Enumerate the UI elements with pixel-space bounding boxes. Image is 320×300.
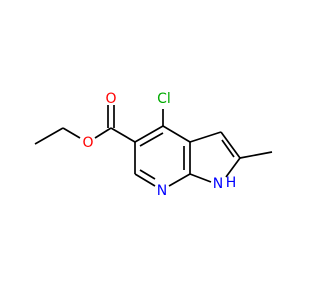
bond-c5-c4-inner: [139, 132, 164, 147]
ester-oxygen-label: O: [82, 135, 93, 151]
pyrrole-hydrogen-label: H: [226, 175, 237, 191]
bond-c3a-c3: [189, 131, 222, 143]
bond-c3-c2: [220, 131, 241, 159]
structure-canvas: Cl O O N N H: [34, 91, 273, 199]
bond-c3-c2-inner: [221, 139, 235, 158]
bond-carbonyl-ring: [110, 127, 136, 143]
molecule-structure: Cl O O N N H: [34, 91, 273, 199]
bond-n7-c6: [134, 173, 156, 187]
bond-ethyl-ch2-o: [62, 127, 81, 139]
bond-c7a-n7: [168, 173, 191, 187]
bond-n1-c7a: [189, 173, 212, 183]
bond-c2-methyl: [239, 151, 273, 159]
pyridine-nitrogen-label: N: [157, 183, 167, 199]
pyrrole-nitrogen-label: N: [213, 176, 223, 192]
bond-o-carbonyl-carbon: [94, 127, 112, 139]
chlorine-atom-label: Cl: [157, 91, 171, 107]
bond-c2-n1: [225, 157, 241, 178]
bond-c4-c3a: [162, 125, 191, 143]
carbonyl-oxygen-label: O: [105, 91, 116, 107]
bond-n7-c6-inner: [139, 169, 156, 180]
bond-ethyl-ch3-ch2: [34, 127, 64, 145]
bond-c5-c4: [134, 125, 164, 143]
